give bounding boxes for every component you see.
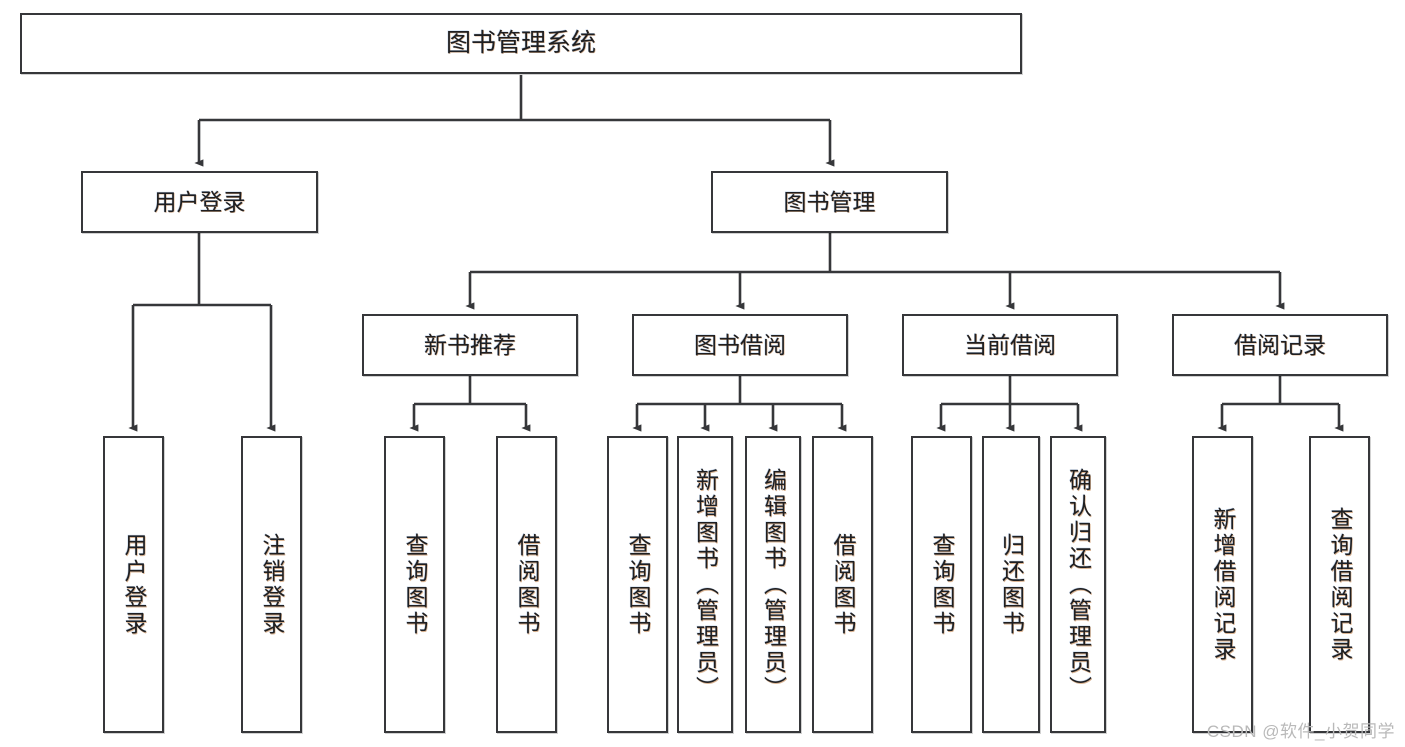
leaf-logout[interactable]: 注销登录 xyxy=(241,436,302,733)
node-user-login-label: 用户登录 xyxy=(153,188,246,215)
leaf-confirm-return-admin-label: 确认归还（管理员） xyxy=(1065,467,1092,702)
node-new-book-recommend[interactable]: 新书推荐 xyxy=(362,314,578,376)
leaf-query-book-recommend-label: 查询图书 xyxy=(402,532,428,637)
leaf-query-borrow-record[interactable]: 查询借阅记录 xyxy=(1309,436,1370,733)
leaf-query-book-recommend[interactable]: 查询图书 xyxy=(384,436,445,733)
leaf-add-borrow-record-label: 新增借阅记录 xyxy=(1210,506,1236,663)
leaf-edit-book-admin-label: 编辑图书（管理员） xyxy=(760,467,787,702)
node-book-borrow-label: 图书借阅 xyxy=(694,331,786,358)
leaf-add-book-admin-label: 新增图书（管理员） xyxy=(692,467,719,702)
node-book-management-label: 图书管理 xyxy=(783,188,876,215)
leaf-query-book-current[interactable]: 查询图书 xyxy=(911,436,972,733)
node-book-borrow[interactable]: 图书借阅 xyxy=(632,314,848,376)
node-user-login[interactable]: 用户登录 xyxy=(81,171,318,233)
leaf-user-login-label: 用户登录 xyxy=(121,532,147,637)
leaf-query-book-current-label: 查询图书 xyxy=(929,532,955,637)
leaf-logout-label: 注销登录 xyxy=(259,532,285,637)
leaf-user-login[interactable]: 用户登录 xyxy=(103,436,164,733)
leaf-borrow-book[interactable]: 借阅图书 xyxy=(812,436,873,733)
node-current-borrow[interactable]: 当前借阅 xyxy=(902,314,1118,376)
leaf-query-book-borrow-label: 查询图书 xyxy=(625,532,651,637)
leaf-edit-book-admin[interactable]: 编辑图书（管理员） xyxy=(745,436,801,733)
leaf-borrow-book-recommend[interactable]: 借阅图书 xyxy=(496,436,557,733)
node-root[interactable]: 图书管理系统 xyxy=(20,13,1022,74)
leaf-query-book-borrow[interactable]: 查询图书 xyxy=(607,436,668,733)
leaf-borrow-book-label: 借阅图书 xyxy=(830,532,856,637)
leaf-query-borrow-record-label: 查询借阅记录 xyxy=(1327,506,1353,663)
node-new-book-recommend-label: 新书推荐 xyxy=(424,331,516,358)
leaf-confirm-return-admin[interactable]: 确认归还（管理员） xyxy=(1050,436,1106,733)
leaf-add-borrow-record[interactable]: 新增借阅记录 xyxy=(1192,436,1253,733)
leaf-add-book-admin[interactable]: 新增图书（管理员） xyxy=(677,436,733,733)
leaf-return-book[interactable]: 归还图书 xyxy=(982,436,1040,733)
leaf-borrow-book-recommend-label: 借阅图书 xyxy=(514,532,540,637)
node-borrow-record[interactable]: 借阅记录 xyxy=(1172,314,1388,376)
leaf-return-book-label: 归还图书 xyxy=(998,532,1025,637)
node-book-management[interactable]: 图书管理 xyxy=(711,171,948,233)
node-current-borrow-label: 当前借阅 xyxy=(964,331,1056,358)
node-borrow-record-label: 借阅记录 xyxy=(1234,331,1326,358)
node-root-label: 图书管理系统 xyxy=(445,29,596,58)
